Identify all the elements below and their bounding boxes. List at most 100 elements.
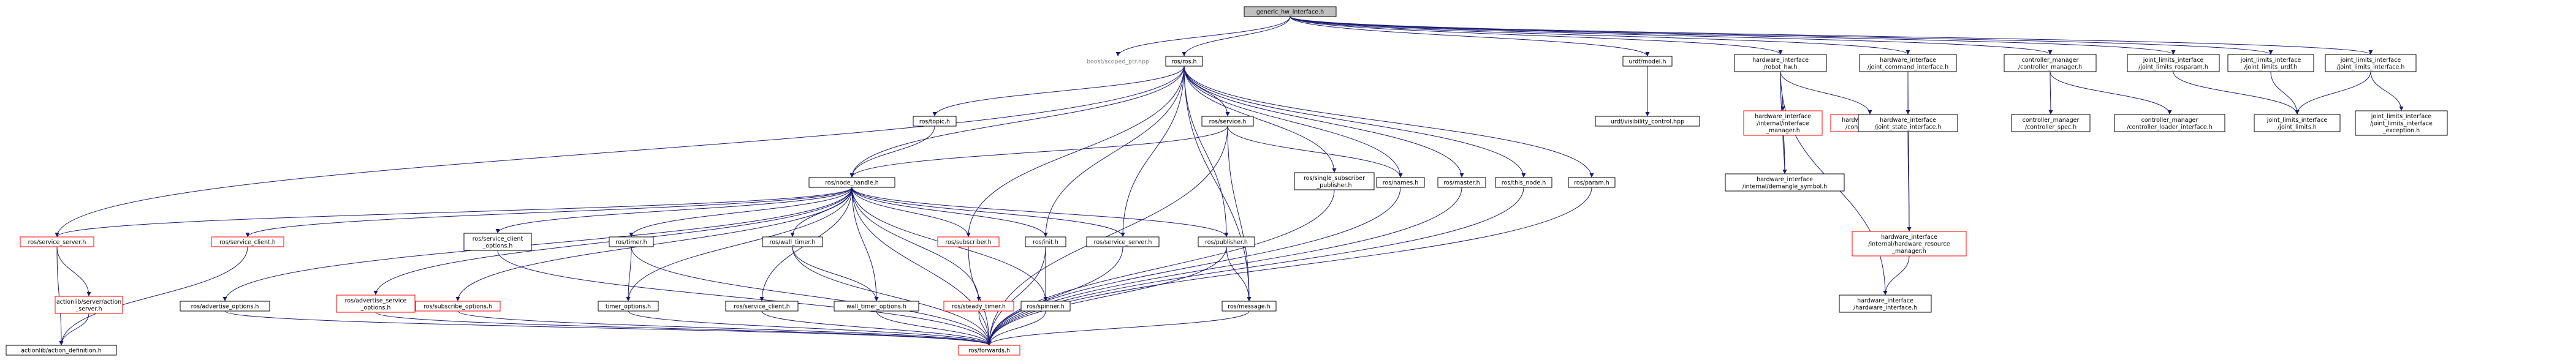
- edges-layer: [55, 16, 2404, 346]
- node-jlurdf[interactable]: joint_limits_interface/joint_limits_urdf…: [2227, 54, 2314, 72]
- node-cmspec[interactable]: controller_manager/controller_spec.h: [2011, 114, 2091, 132]
- node-box: [1622, 56, 1673, 67]
- node-rostimer[interactable]: ros/timer.h: [609, 236, 654, 247]
- node-rosadv[interactable]: ros/advertise_options.h: [180, 301, 270, 312]
- node-box: [1025, 236, 1066, 247]
- node-label-line: ros/service_client: [473, 236, 523, 242]
- node-rosinit[interactable]: ros/init.h: [1025, 236, 1066, 247]
- node-rosfwd[interactable]: ros/forwards.h: [958, 345, 1020, 356]
- node-boost[interactable]: boost/scoped_ptr.hpp: [1078, 56, 1158, 66]
- node-rossc2[interactable]: ros/service_client.h: [725, 301, 799, 312]
- edge-rosmaster-to-rosfwd: [987, 187, 1462, 346]
- node-box: [725, 301, 799, 312]
- node-label-line: /joint_state_interface.h: [1874, 124, 1941, 130]
- node-hijsi[interactable]: hardware_interface/joint_state_interface…: [1858, 114, 1958, 132]
- node-rossub[interactable]: ros/subscriber.h: [937, 236, 1000, 247]
- node-rossc1[interactable]: ros/service_client.h: [211, 236, 284, 247]
- node-label-line: ros/message.h: [1228, 304, 1270, 310]
- node-rosscopt[interactable]: ros/service_client_options.h: [463, 233, 532, 251]
- node-label-line: _manager.h: [1765, 127, 1800, 134]
- edge-hiinternal-to-hidemangle: [1782, 135, 1787, 174]
- edge-root-to-hirobot: [1290, 16, 1783, 55]
- edge-rosros-to-rostopic: [932, 66, 1185, 117]
- node-cmcm[interactable]: controller_manager/controller_manager.h: [2004, 54, 2097, 72]
- node-box: [1568, 177, 1616, 188]
- node-rostimeropt[interactable]: timer_options.h: [598, 301, 659, 312]
- edge-rosservice-to-rosnames: [1227, 126, 1403, 178]
- edge-root-to-jli: [1290, 16, 2373, 55]
- edge-roswallopt-to-rosfwd: [876, 310, 992, 346]
- node-label-line: ros/timer.h: [615, 239, 647, 246]
- node-rostopic[interactable]: ros/topic.h: [913, 116, 957, 127]
- node-jlexc[interactable]: joint_limits_interface/joint_limits_inte…: [2355, 110, 2448, 136]
- edge-rosros-to-rosinit: [1043, 66, 1185, 238]
- node-label-line: urdf/model.h: [1629, 59, 1666, 66]
- node-label-line: /internal/demangle_symbol.h: [1742, 183, 1827, 190]
- node-box: [1859, 54, 1957, 72]
- node-box: [415, 301, 501, 312]
- node-rosspinner[interactable]: ros/spinner.h: [1020, 301, 1071, 312]
- node-label-line: /joint_limits_interface.h: [2337, 64, 2405, 70]
- node-label-line: boost/scoped_ptr.hpp: [1087, 59, 1149, 66]
- node-box: [20, 236, 94, 247]
- node-cmloader[interactable]: controller_manager/controller_loader_int…: [2114, 114, 2225, 132]
- node-label-line: ros/advertise_service: [345, 298, 407, 304]
- node-hihi[interactable]: hardware_interface/hardware_interface.h: [1839, 294, 1932, 313]
- edge-jlros-to-jlimits: [2173, 71, 2300, 115]
- node-label-line: _server.h: [75, 306, 102, 312]
- node-box: [1725, 173, 1845, 192]
- node-rosmaster[interactable]: ros/master.h: [1437, 177, 1486, 188]
- node-rosservice[interactable]: ros/service.h: [1201, 116, 1254, 127]
- node-hiinternal[interactable]: hardware_interface/internal/interface_ma…: [1743, 110, 1823, 136]
- node-hirm[interactable]: hardware_interface/internal/hardware_res…: [1852, 231, 1967, 257]
- node-box: [762, 236, 823, 247]
- node-rossteady[interactable]: ros/steady_timer.h: [943, 301, 1014, 312]
- edge-rosnh-to-rospub: [851, 187, 1229, 238]
- node-aldef[interactable]: actionlib/action_definition.h: [6, 345, 117, 356]
- node-hijci[interactable]: hardware_interface/joint_command_interfa…: [1859, 54, 1957, 72]
- node-label-line: joint_limits_interface: [2371, 113, 2432, 120]
- node-box: [1839, 294, 1932, 313]
- node-rosnames[interactable]: ros/names.h: [1376, 177, 1425, 188]
- edge-hirobot-to-hictrl: [1780, 71, 1872, 115]
- node-roswall[interactable]: ros/wall_timer.h: [762, 236, 823, 247]
- node-box: [1437, 177, 1486, 188]
- node-label-line: hardware_interface: [1752, 57, 1809, 64]
- edge-rossub-to-rosfwd: [968, 246, 992, 346]
- edge-rosros-to-rosmaster: [1184, 66, 1464, 178]
- node-rosss2[interactable]: ros/service_server.h: [1086, 236, 1160, 247]
- node-hirobot[interactable]: hardware_interface/robot_hw.h: [1734, 54, 1827, 72]
- node-label-line: hardware_interface: [1881, 234, 1937, 241]
- node-label-line: ros/this_node.h: [1502, 180, 1546, 187]
- node-hidemangle[interactable]: hardware_interface/internal/demangle_sym…: [1725, 173, 1845, 192]
- node-rosthis[interactable]: ros/this_node.h: [1495, 177, 1552, 188]
- node-rosss1[interactable]: ros/service_server.h: [20, 236, 94, 247]
- node-box: [1595, 116, 1700, 127]
- node-rosparam[interactable]: ros/param.h: [1568, 177, 1616, 188]
- node-urdfmodel[interactable]: urdf/model.h: [1622, 56, 1673, 67]
- node-rospub[interactable]: ros/publisher.h: [1198, 236, 1255, 247]
- node-roswallopt[interactable]: wall_timer_options.h: [834, 301, 919, 312]
- node-rosadvs[interactable]: ros/advertise_service_options.h: [336, 294, 416, 313]
- node-root[interactable]: generic_hw_interface.h: [1244, 6, 1337, 17]
- node-label-line: actionlib/action_definition.h: [21, 348, 102, 354]
- node-urdfvis[interactable]: urdf/visibility_control.hpp: [1595, 116, 1700, 127]
- node-alserver[interactable]: actionlib/server/action_server.h: [55, 296, 123, 314]
- edge-rostimer-to-rostimeropt: [626, 246, 632, 302]
- edge-hijsi-to-hirm: [1907, 131, 1912, 232]
- edge-rosros-to-rosnh: [849, 66, 1185, 178]
- edge-hirm-to-hihi: [1883, 255, 1910, 296]
- node-rosros[interactable]: ros/ros.h: [1165, 56, 1203, 67]
- node-jlimits[interactable]: joint_limits_interface/joint_limits.h: [2254, 114, 2341, 132]
- node-box: [1244, 6, 1337, 17]
- node-jli[interactable]: joint_limits_interface/joint_limits_inte…: [2325, 54, 2417, 72]
- edge-rosnh-to-rosfwd: [851, 187, 992, 346]
- node-box: [834, 301, 919, 312]
- node-rosnh[interactable]: ros/node_handle.h: [808, 177, 895, 188]
- node-jlros[interactable]: joint_limits_interface/joint_limits_rosp…: [2127, 54, 2220, 72]
- node-box: [2254, 114, 2341, 132]
- node-rossubopt[interactable]: ros/subscribe_options.h: [415, 301, 501, 312]
- node-rosmsg[interactable]: ros/message.h: [1222, 301, 1277, 312]
- node-rossingle[interactable]: ros/single_subscriber_publisher.h: [1294, 172, 1375, 190]
